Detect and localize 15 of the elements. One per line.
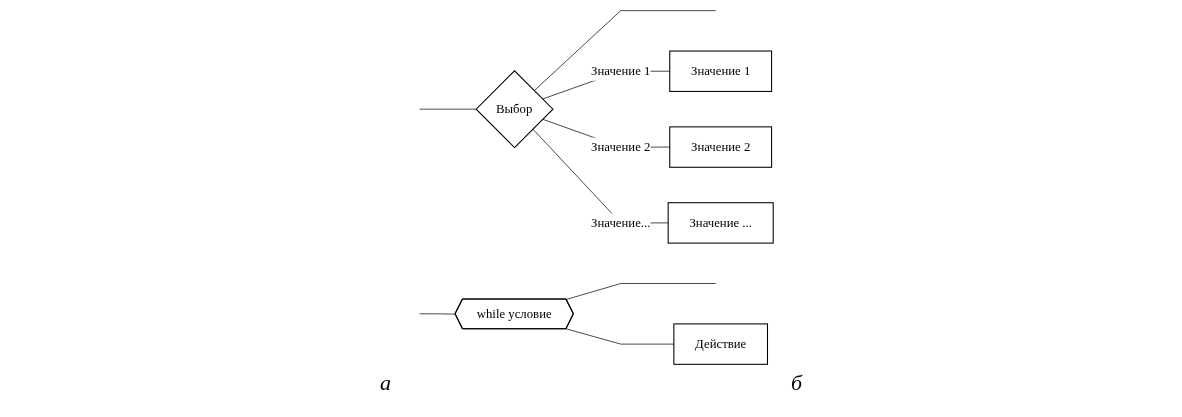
connector [418, 108, 476, 110]
node-box: Значение 1 [668, 50, 772, 92]
node-box: Значение 2 [668, 126, 772, 168]
panel-letter: а [379, 370, 391, 396]
edge-label: Значение... [590, 215, 650, 230]
edge-label: Значение 2 [590, 139, 650, 154]
edge-label: Значение 1 [590, 63, 650, 78]
node-box: Значение ... [667, 202, 774, 244]
node-box: Действие [672, 323, 768, 365]
connector [418, 313, 456, 315]
connector [565, 283, 716, 300]
node-diamond: Выбор [475, 70, 554, 149]
panel-letter: б [790, 370, 803, 396]
connector [565, 328, 674, 345]
connector [533, 10, 716, 92]
